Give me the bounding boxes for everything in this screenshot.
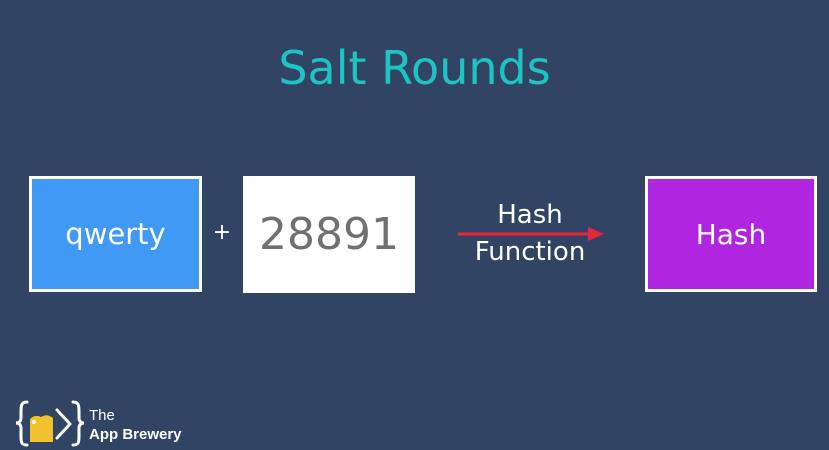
salt-box: 28891 <box>243 176 415 293</box>
hash-output-text: Hash <box>695 217 767 251</box>
salt-value: 28891 <box>259 209 399 260</box>
brand-line-2: App Brewery <box>89 426 182 443</box>
brand-name: The App Brewery <box>89 406 182 444</box>
brand-line-1: The <box>89 407 115 424</box>
password-box: qwerty <box>29 176 202 292</box>
app-brewery-logo-icon <box>15 400 85 447</box>
plus-operator: + <box>212 220 232 245</box>
hash-function-label-line-1: Hash <box>497 200 563 230</box>
arrow-right-icon <box>458 227 604 241</box>
slide-title: Salt Rounds <box>278 41 551 95</box>
hash-output-box: Hash <box>645 176 817 292</box>
password-text: qwerty <box>65 217 166 251</box>
hash-function-label-line-2: Function <box>474 237 586 267</box>
